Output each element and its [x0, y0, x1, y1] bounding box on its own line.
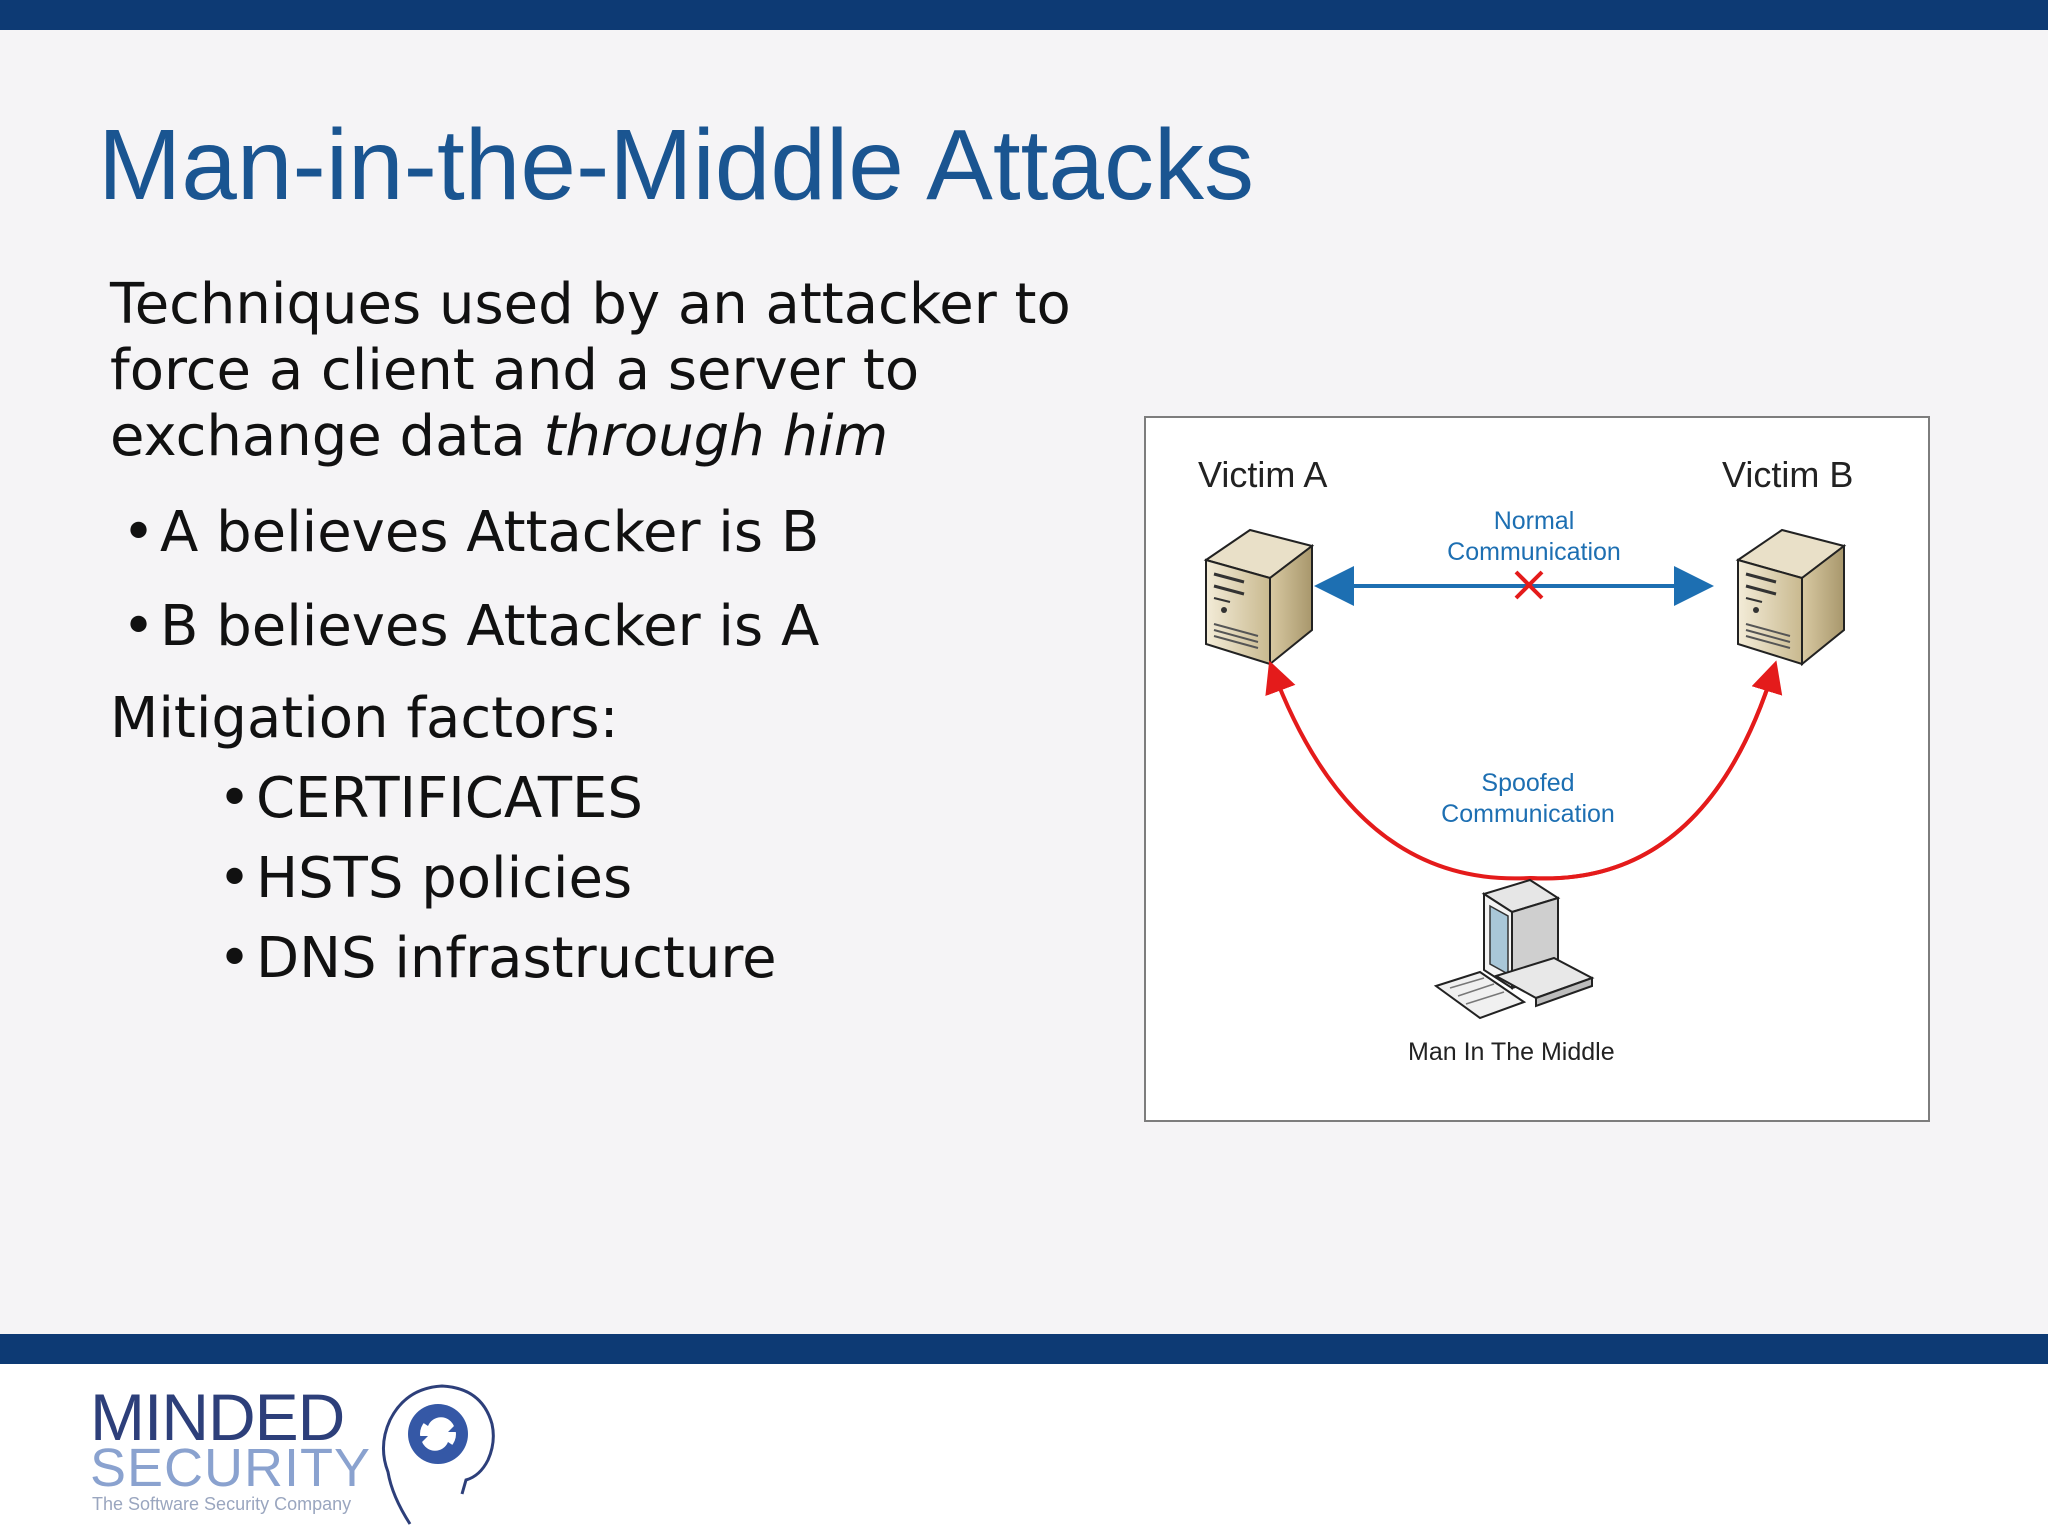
- logo-line1: MINDED: [90, 1380, 345, 1454]
- bullet-text: A believes Attacker is B: [160, 500, 820, 565]
- bullet-dot: •: [218, 926, 252, 991]
- company-logo: MINDED SECURITY The Software Security Co…: [90, 1376, 530, 1526]
- bullet-text: B believes Attacker is A: [160, 594, 820, 659]
- intro-plain: Techniques used by an attacker to force …: [110, 272, 1071, 469]
- server-b-icon: [1735, 528, 1847, 667]
- mitigation-text: CERTIFICATES: [256, 766, 643, 831]
- mitigation-heading: Mitigation factors:: [110, 686, 619, 751]
- brain-logo-icon: [382, 1384, 495, 1525]
- victim-a-label: Victim A: [1198, 454, 1328, 495]
- mitigation-text: HSTS policies: [256, 846, 633, 911]
- logo-line2: SECURITY: [90, 1438, 372, 1498]
- computer-icon: [1433, 878, 1595, 1020]
- intro-text: Techniques used by an attacker to force …: [110, 272, 1110, 470]
- man-in-the-middle-label: Man In The Middle: [1408, 1038, 1615, 1066]
- top-bar: [0, 0, 2048, 30]
- bullet-dot: •: [122, 594, 156, 659]
- slide-title: Man-in-the-Middle Attacks: [98, 109, 1255, 221]
- mitigation-item: •DNS infrastructure: [218, 926, 777, 991]
- bullet-item: •B believes Attacker is A: [122, 594, 819, 659]
- spoofed-label-line2: Communication: [1441, 800, 1615, 828]
- mitm-diagram: Victim A Victim B Normal Communication S…: [1144, 416, 1930, 1122]
- bullet-item: •A believes Attacker is B: [122, 500, 819, 565]
- normal-label-line1: Normal: [1493, 507, 1575, 535]
- mitigation-text: DNS infrastructure: [256, 926, 777, 991]
- logo-tagline: The Software Security Company: [92, 1494, 352, 1514]
- spoofed-label-line1: Spoofed: [1481, 769, 1575, 797]
- normal-communication-label: Normal Communication: [1436, 506, 1632, 568]
- footer: [0, 1364, 2048, 1536]
- blocked-cross-icon: [1514, 570, 1544, 600]
- spoofed-communication-label: Spoofed Communication: [1430, 768, 1626, 830]
- mitigation-item: •CERTIFICATES: [218, 766, 643, 831]
- bottom-bar: [0, 1334, 2048, 1364]
- victim-b-label: Victim B: [1722, 454, 1854, 495]
- bullet-dot: •: [122, 500, 156, 565]
- bullet-dot: •: [218, 766, 252, 831]
- mitigation-item: •HSTS policies: [218, 846, 632, 911]
- diagram-graphics: [1203, 528, 1847, 1020]
- bullet-dot: •: [218, 846, 252, 911]
- normal-label-line2: Communication: [1447, 538, 1621, 566]
- intro-italic: through him: [543, 404, 889, 469]
- server-a-icon: [1203, 528, 1315, 667]
